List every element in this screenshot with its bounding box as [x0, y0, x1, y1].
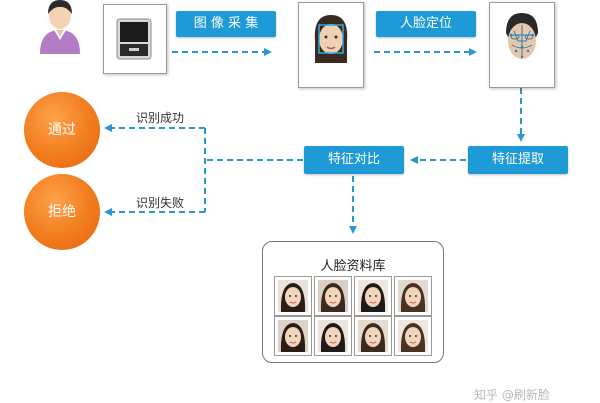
captured-face-frame	[298, 2, 364, 88]
success-label: 识别成功	[136, 111, 185, 125]
face-thumbnail	[274, 316, 312, 356]
compare-step-label: 特征对比	[304, 146, 404, 174]
face-thumbnail	[394, 316, 432, 356]
pass-result-circle: 通过	[24, 92, 100, 168]
face-photo-icon	[309, 13, 353, 65]
face-thumbnail	[354, 276, 392, 316]
face-database-title: 人脸资料库	[320, 259, 386, 274]
face-thumbnail	[274, 276, 312, 316]
face-thumbnail	[314, 276, 352, 316]
face-thumbnail	[394, 276, 432, 316]
scanner-frame	[103, 4, 167, 74]
source-watermark: 知乎 @刷新脸	[474, 388, 550, 402]
located-face-frame	[489, 2, 555, 88]
fail-label: 识别失败	[136, 196, 185, 210]
face-thumbnail	[354, 316, 392, 356]
reject-result-circle: 拒绝	[24, 174, 100, 250]
face-scanner-device-icon	[115, 17, 153, 61]
user-avatar-icon	[38, 0, 82, 54]
face-landmark-icon	[498, 11, 546, 67]
capture-step-label: 图 像 采 集	[176, 11, 276, 37]
face-thumbnail	[314, 316, 352, 356]
locate-step-label: 人脸定位	[376, 11, 476, 37]
extract-step-label: 特征提取	[468, 146, 568, 174]
